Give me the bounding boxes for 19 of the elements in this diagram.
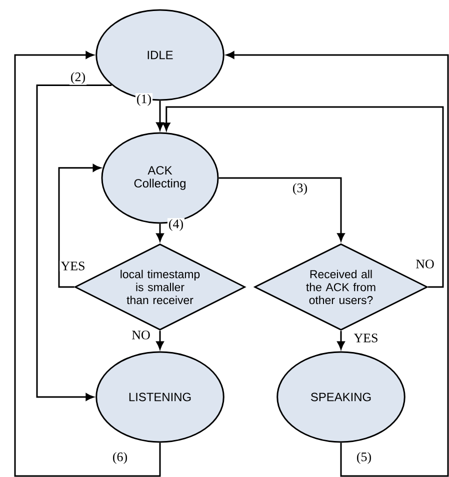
arrow (14, 51, 161, 477)
arrow (218, 177, 345, 242)
edge-label: NO (130, 330, 152, 340)
arrow (36, 84, 112, 401)
arrow (156, 224, 164, 242)
arrow (156, 330, 164, 350)
edge-label: (3) (291, 182, 309, 196)
edge-label: (4) (167, 218, 185, 232)
edge-label: YES (60, 260, 86, 272)
edge-label: (2) (69, 71, 87, 85)
arrow (226, 51, 449, 477)
edge-label: (1) (135, 93, 153, 107)
arrow (156, 100, 164, 130)
edge-label: (6) (111, 451, 129, 465)
arrow (58, 164, 101, 288)
edge-label: YES (352, 332, 380, 344)
edge-label: (5) (355, 451, 373, 465)
arrow (337, 330, 345, 350)
arrow (162, 106, 444, 288)
